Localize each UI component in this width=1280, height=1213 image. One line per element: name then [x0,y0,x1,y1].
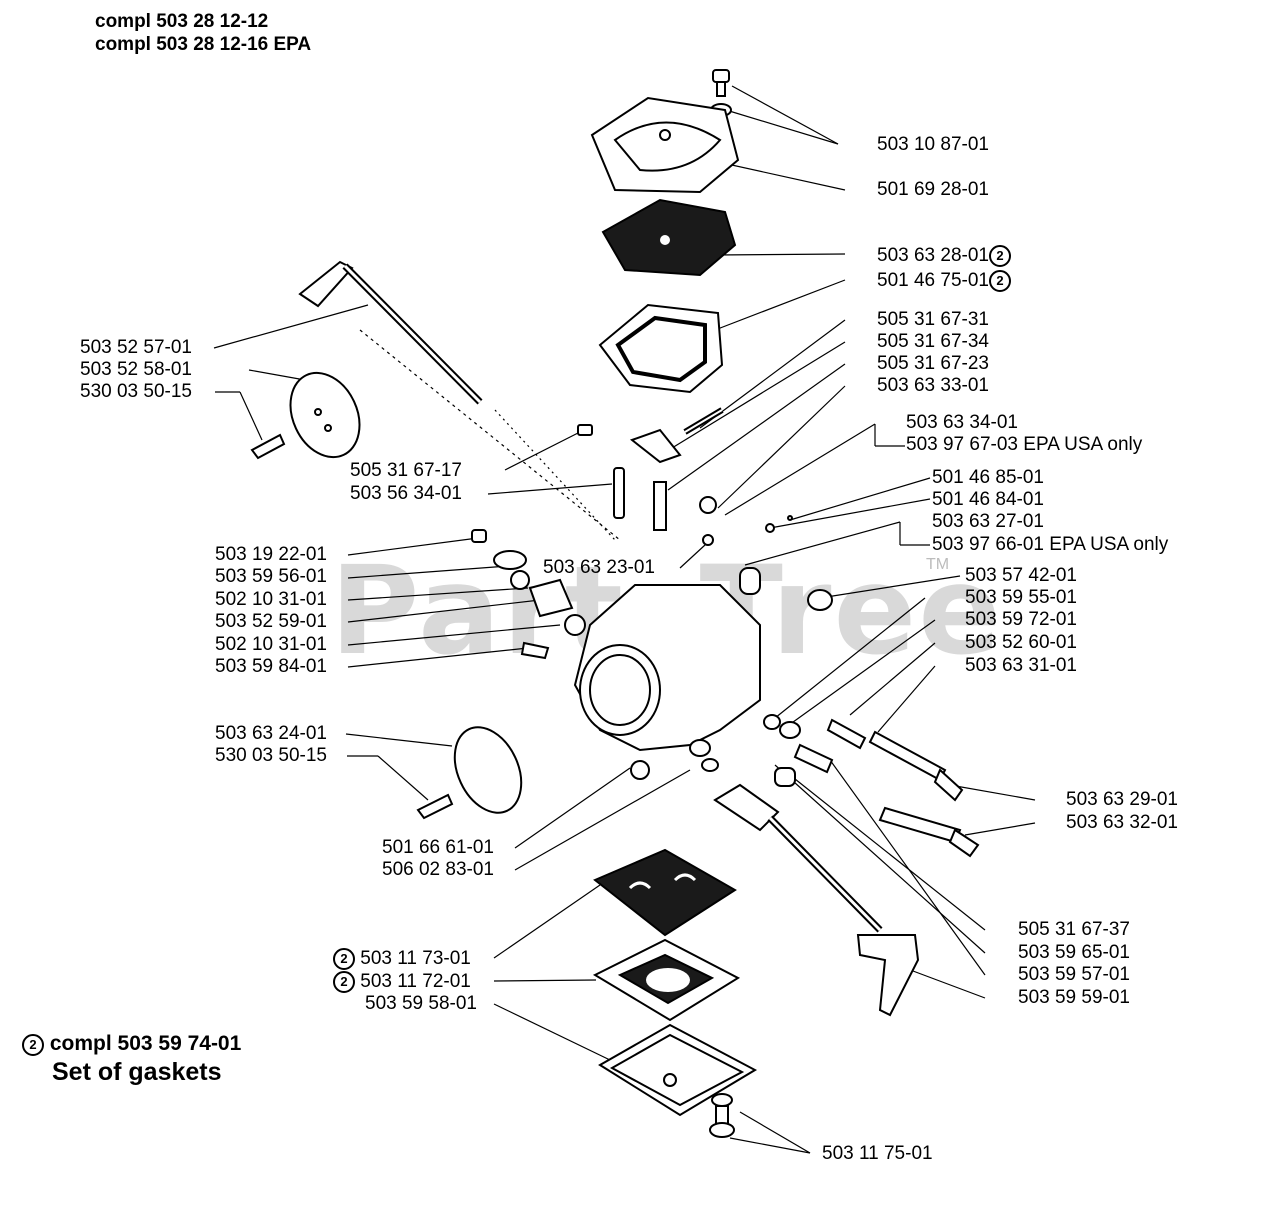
part-label[interactable]: 503 63 33-01 [877,375,989,396]
part-label[interactable]: 501 46 85-01 [932,467,1044,488]
gasket-set-marker: 2 [333,971,355,993]
part-label[interactable]: 502 10 31-01 [215,634,327,655]
throttle-plate-drawing [250,371,361,460]
watermark-trademark: TM [926,556,950,573]
part-label[interactable]: 503 59 57-01 [1018,964,1130,985]
part-label[interactable]: 505 31 67-17 [350,460,462,481]
part-label[interactable]: 503 63 27-01 [932,511,1044,532]
gasket-set-description: Set of gaskets [52,1058,222,1086]
pump-cover-drawing [590,96,740,194]
part-label[interactable]: 505 31 67-23 [877,353,989,374]
part-label[interactable]: 503 52 57-01 [80,337,192,358]
part-label[interactable]: 503 10 87-01 [877,134,989,155]
throttle-shaft-drawing [298,260,483,405]
inlet-needle-drawing [577,407,793,546]
part-label[interactable]: 530 03 50-15 [80,381,192,402]
part-label[interactable]: 503 59 84-01 [215,656,327,677]
gasket-set-marker: 2 [22,1034,44,1056]
part-label[interactable]: 503 63 23-01 [543,557,655,578]
cover-screw-drawing [709,1093,735,1138]
part-label[interactable]: 530 03 50-15 [215,745,327,766]
gasket-set-marker: 2 [989,245,1011,267]
part-label[interactable]: 503 63 34-01 [906,412,1018,433]
assembly-number-epa: compl 503 28 12-16 EPA [95,34,312,55]
diaphragm-drawing [601,198,737,277]
part-label[interactable]: 503 56 34-01 [350,483,462,504]
part-label[interactable]: 501 66 61-01 [382,837,494,858]
part-label[interactable]: 503 11 75-01 [822,1143,933,1164]
part-label[interactable]: 503 59 59-01 [1018,987,1130,1008]
part-label[interactable]: 503 57 42-01 [965,565,1077,586]
part-label[interactable]: 503 63 29-01 [1066,789,1178,810]
leader-lines [213,85,1036,1154]
adjustment-needles-drawing [763,714,980,858]
part-label[interactable]: 503 52 59-01 [215,611,327,632]
part-label[interactable]: 2 503 11 72-01 [333,971,471,993]
choke-lever-drawing [713,767,920,1017]
metering-cover-drawing [598,1023,758,1117]
part-label[interactable]: 503 52 58-01 [80,359,192,380]
part-label[interactable]: 503 59 55-01 [965,587,1077,608]
gasket-set-marker: 2 [333,948,355,970]
part-label[interactable]: 503 59 56-01 [215,566,327,587]
part-label[interactable]: 503 63 24-01 [215,723,327,744]
part-label[interactable]: 503 52 60-01 [965,632,1077,653]
part-label[interactable]: 505 31 67-37 [1018,919,1130,940]
bottom-throttle-plate-drawing [416,726,719,820]
gasket-set-marker: 2 [989,270,1011,292]
gasket-set-note: 2 compl 503 59 74-01 [22,1032,241,1056]
left-fittings-drawing [471,529,586,660]
metering-gasket-drawing [592,938,741,1022]
part-label[interactable]: 506 02 83-01 [382,859,494,880]
part-label[interactable]: 501 69 28-01 [877,179,989,200]
part-label[interactable]: 503 63 31-01 [965,655,1077,676]
part-label[interactable]: 505 31 67-34 [877,331,989,352]
part-label[interactable]: 501 46 84-01 [932,489,1044,510]
part-label[interactable]: 503 59 72-01 [965,609,1077,630]
part-label[interactable]: 503 97 67-03 EPA USA only [906,434,1143,455]
assembly-number: compl 503 28 12-12 [95,11,269,32]
part-label[interactable]: 503 63 32-01 [1066,812,1178,833]
part-label[interactable]: 503 59 58-01 [365,993,477,1014]
part-label[interactable]: 2 503 11 73-01 [333,948,471,970]
gasket-drawing [598,303,724,394]
part-label[interactable]: 503 19 22-01 [215,544,327,565]
part-label[interactable]: 505 31 67-31 [877,309,989,330]
carburetor-body-drawing [573,567,833,752]
part-label[interactable]: 502 10 31-01 [215,589,327,610]
part-label[interactable]: 503 59 65-01 [1018,942,1130,963]
metering-diaphragm-drawing [593,848,737,937]
part-label[interactable]: 503 97 66-01 EPA USA only [932,534,1169,555]
